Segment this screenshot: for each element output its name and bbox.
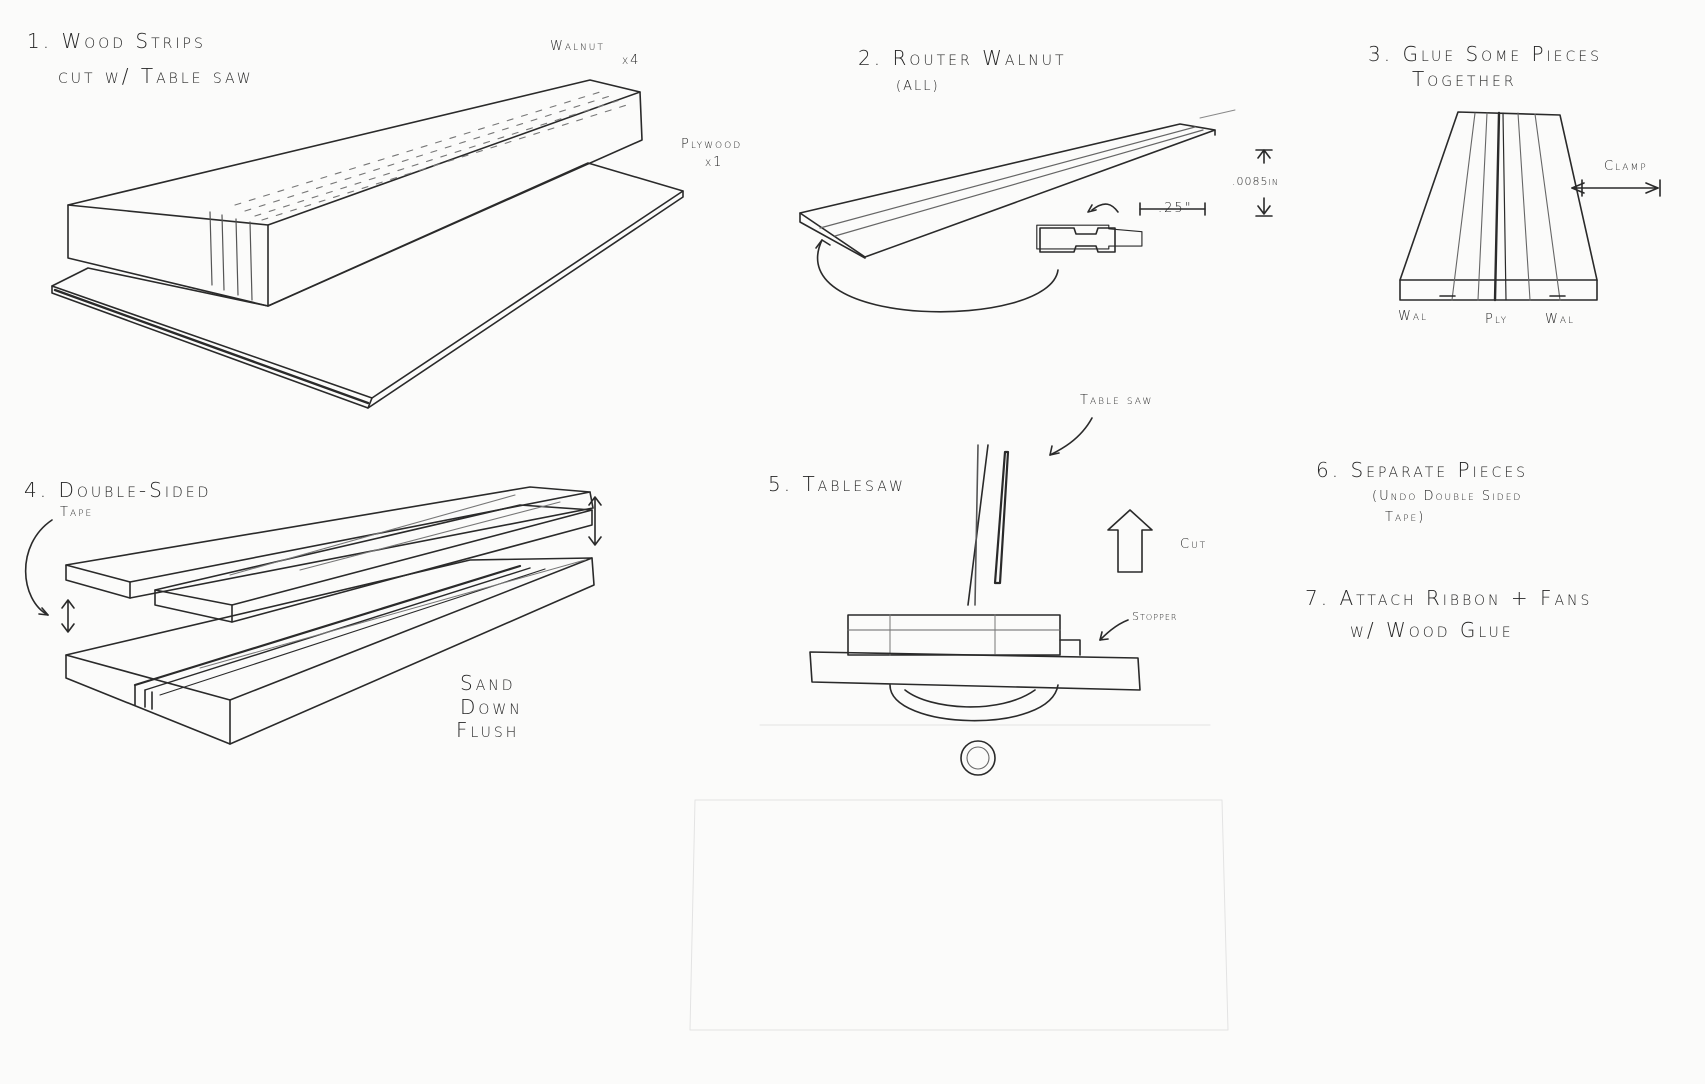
width-dimension: .25" xyxy=(1158,201,1193,216)
glued-pieces-drawing xyxy=(1399,111,1661,302)
faint-eraser-marks xyxy=(689,724,1229,1031)
step-3-subtitle: Together xyxy=(1412,67,1517,91)
step-6-subtitle: (Undo Double Sided xyxy=(1372,489,1523,504)
step-7-title: 7. Attach Ribbon + Fans xyxy=(1305,586,1593,610)
cross-section-drawing xyxy=(1039,149,1273,253)
step-2-title: 2. Router Walnut xyxy=(858,46,1067,70)
plywood-middle-label: Ply xyxy=(1485,312,1509,327)
walnut-left-label: Wal xyxy=(1398,309,1429,324)
table-saw-drawing xyxy=(809,417,1153,776)
walnut-quantity: x4 xyxy=(622,53,641,68)
routed-strip-drawing xyxy=(799,109,1236,313)
cut-label: Cut xyxy=(1180,537,1208,552)
walnut-right-label: Wal xyxy=(1545,312,1576,327)
step-4-title: 4. Double-Sided xyxy=(24,478,212,502)
taped-strips-drawing xyxy=(24,486,602,745)
sand-label-line-2: Down xyxy=(460,695,523,719)
sand-label-line-3: Flush xyxy=(456,718,520,742)
step-6-subtitle-2: Tape) xyxy=(1385,510,1426,525)
step-2-subtitle: (ALL) xyxy=(896,79,940,94)
step-1-title: 1. Wood Strips xyxy=(27,29,206,53)
plywood-label: Plywood xyxy=(681,137,743,152)
step-4-subtitle: Tape xyxy=(60,505,94,520)
clamp-label: Clamp xyxy=(1604,159,1648,174)
walnut-label: Walnut xyxy=(550,39,605,54)
stopper-label: Stopper xyxy=(1132,610,1178,623)
walnut-board-drawing xyxy=(67,79,643,307)
depth-dimension: .0085in xyxy=(1232,175,1279,188)
step-1-subtitle: cut w/ Table saw xyxy=(58,64,254,88)
step-3-title: 3. Glue Some Pieces xyxy=(1368,42,1603,66)
step-6-title: 6. Separate Pieces xyxy=(1316,458,1529,482)
sand-label-line-1: Sand xyxy=(460,671,516,695)
table-saw-label: Table saw xyxy=(1080,393,1154,408)
plywood-quantity: x1 xyxy=(705,155,724,170)
step-7-subtitle: w/ Wood Glue xyxy=(1350,618,1514,642)
step-5-title: 5. Tablesaw xyxy=(768,472,906,496)
plywood-sheet-drawing xyxy=(51,162,684,409)
